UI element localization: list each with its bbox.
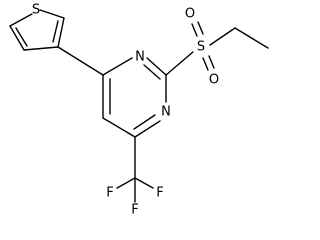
trifluoromethyl-group [116, 136, 154, 203]
atom-label-fluorine-left: F [106, 186, 113, 201]
thiophene-ring [9, 9, 65, 51]
bond-ch2-ch3 [234, 27, 269, 49]
bond-c4-c5-inner [52, 20, 59, 43]
bond-sulfonyl-o-top [191, 23, 198, 37]
bond-cf3-f-right [134, 177, 154, 189]
bond-c2-c3 [9, 25, 25, 51]
pyrimidine-ring [102, 57, 167, 138]
bond-sulfonyl-o-top-2 [197, 21, 204, 35]
bond-c4-c5 [57, 17, 65, 48]
bond-c6-c5 [102, 117, 136, 138]
bond-n3-c2 [146, 57, 167, 76]
molecule-drawing: S N N S O O F F F [9, 3, 269, 218]
atom-label-sulfonyl-o-bottom: O [209, 73, 219, 88]
atom-label-fluorine-right: F [156, 186, 163, 201]
bond-c2-sulfonyl [165, 51, 194, 76]
atom-label-pyrimidine-n1: N [161, 105, 171, 120]
bond-sulfonyl-o-bottom [202, 57, 209, 71]
bond-n1-c6-inner [133, 114, 156, 130]
atom-label-fluorine-bottom: F [131, 203, 138, 218]
bond-c2-c3-inner [15, 27, 28, 47]
bond-c4-n3 [102, 57, 133, 76]
bond-c3-c4 [23, 46, 59, 51]
atom-label-sulfonyl-s: S [197, 40, 205, 55]
bond-thiophene-pyrimidine [57, 46, 104, 76]
atom-label-thiophene-s: S [32, 3, 40, 18]
atom-label-pyrimidine-n3: N [135, 50, 145, 65]
bond-cf3-f-left [116, 177, 136, 189]
bond-c5-s1 [39, 9, 65, 19]
bond-n1-c6 [134, 120, 161, 138]
bond-sulfonyl-ch2 [209, 27, 236, 46]
ethylsulfonyl-group [165, 21, 269, 76]
bond-sulfonyl-o-bottom-2 [208, 55, 215, 69]
atom-label-sulfonyl-o-top: O [185, 7, 195, 22]
bond-n3-c2-inner [143, 64, 161, 80]
bond-s1-c2 [9, 13, 33, 27]
structure-diagram: S N N S O O F F F [9, 3, 269, 218]
